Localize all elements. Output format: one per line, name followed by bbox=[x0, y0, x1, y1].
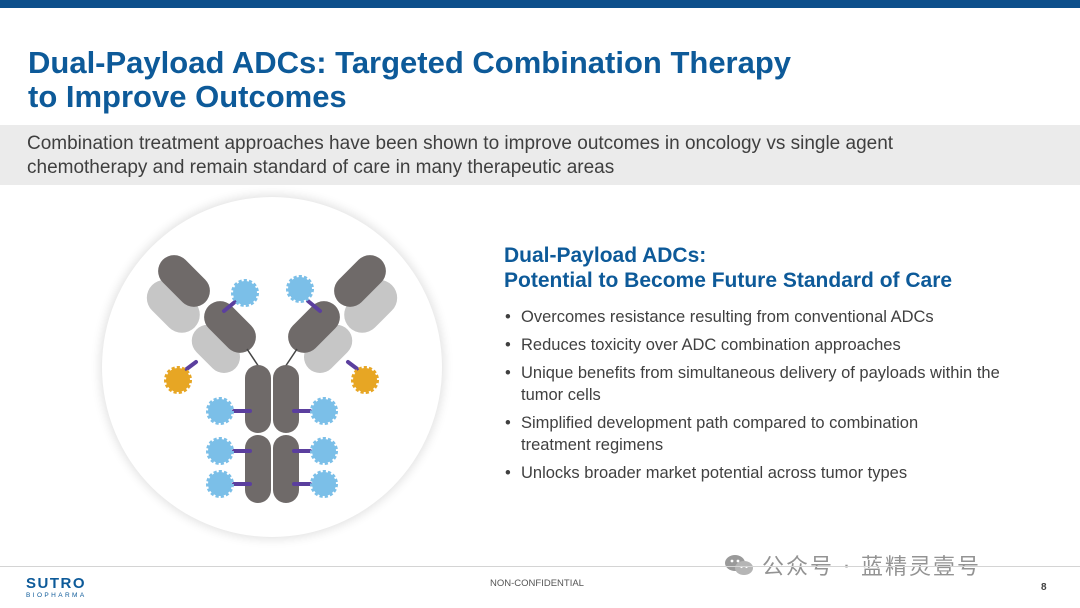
top-accent-bar bbox=[0, 0, 1080, 8]
list-item: Reduces toxicity over ADC combination ap… bbox=[505, 334, 1045, 356]
payload-blue bbox=[206, 397, 234, 425]
antibody-illustration bbox=[102, 197, 442, 537]
right-hinge bbox=[284, 348, 298, 368]
list-item: Overcomes resistance resulting from conv… bbox=[505, 306, 1045, 328]
right-light-chain-inner bbox=[303, 324, 353, 374]
payload-gold bbox=[164, 366, 192, 394]
benefits-list: Overcomes resistance resulting from conv… bbox=[505, 306, 1045, 490]
page-number: 8 bbox=[1041, 582, 1047, 593]
slide-title-line-1: Dual-Payload ADCs: Targeted Combination … bbox=[28, 45, 792, 80]
list-item: Simplified development path compared to … bbox=[505, 412, 975, 456]
fc-right-lower bbox=[273, 435, 299, 503]
right-light-chain-outer bbox=[344, 279, 398, 333]
antibody-diagram bbox=[146, 255, 398, 503]
benefits-heading: Dual-Payload ADCs: Potential to Become F… bbox=[504, 243, 1064, 293]
payload-blue bbox=[206, 470, 234, 498]
right-heavy-arm-inner bbox=[288, 301, 340, 353]
footer-divider bbox=[0, 566, 1080, 567]
left-heavy-arm-outer bbox=[158, 255, 210, 307]
payloads bbox=[164, 275, 379, 498]
payload-blue bbox=[310, 437, 338, 465]
linker bbox=[182, 360, 198, 373]
left-light-chain-inner bbox=[191, 324, 241, 374]
linkers bbox=[182, 299, 362, 486]
payload-blue bbox=[231, 279, 259, 307]
subtitle-line-1: Combination treatment approaches have be… bbox=[27, 133, 894, 154]
payload-blue bbox=[286, 275, 314, 303]
slide-title-line-2: to Improve Outcomes bbox=[28, 79, 347, 114]
subtitle-line-2: chemotherapy and remain standard of care… bbox=[27, 157, 615, 178]
linker bbox=[306, 299, 322, 313]
payload-blue bbox=[206, 437, 234, 465]
left-heavy-arm-inner bbox=[204, 301, 256, 353]
payload-blue bbox=[310, 470, 338, 498]
linker bbox=[346, 360, 362, 373]
subtitle-band bbox=[0, 125, 1080, 185]
benefits-heading-line-2: Potential to Become Future Standard of C… bbox=[504, 269, 953, 292]
left-light-chain-outer bbox=[146, 279, 200, 333]
right-heavy-arm-outer bbox=[334, 255, 386, 307]
fc-left-lower bbox=[245, 435, 271, 503]
linker bbox=[222, 299, 238, 313]
antibody-structure bbox=[146, 255, 398, 503]
slide-subtitle: Combination treatment approaches have be… bbox=[27, 132, 1057, 180]
left-hinge bbox=[246, 348, 260, 368]
benefits-heading-line-1: Dual-Payload ADCs: bbox=[504, 244, 707, 267]
logo-subtext: BIOPHARMA bbox=[26, 592, 87, 599]
company-logo: SUTRO BIOPHARMA bbox=[26, 576, 126, 602]
watermark: 公众号 · 蓝精灵壹号 bbox=[724, 550, 981, 580]
slide-title: Dual-Payload ADCs: Targeted Combination … bbox=[28, 46, 928, 114]
watermark-text: 公众号 · 蓝精灵壹号 bbox=[762, 555, 981, 580]
logo-wordmark: SUTRO bbox=[26, 575, 86, 592]
payload-blue bbox=[310, 397, 338, 425]
list-item: Unique benefits from simultaneous delive… bbox=[505, 362, 1025, 406]
confidentiality-label: NON-CONFIDENTIAL bbox=[490, 578, 584, 589]
fc-left-upper bbox=[245, 365, 271, 433]
fc-right-upper bbox=[273, 365, 299, 433]
list-item: Unlocks broader market potential across … bbox=[505, 462, 1045, 484]
payload-gold bbox=[351, 366, 379, 394]
wechat-icon bbox=[725, 555, 753, 575]
